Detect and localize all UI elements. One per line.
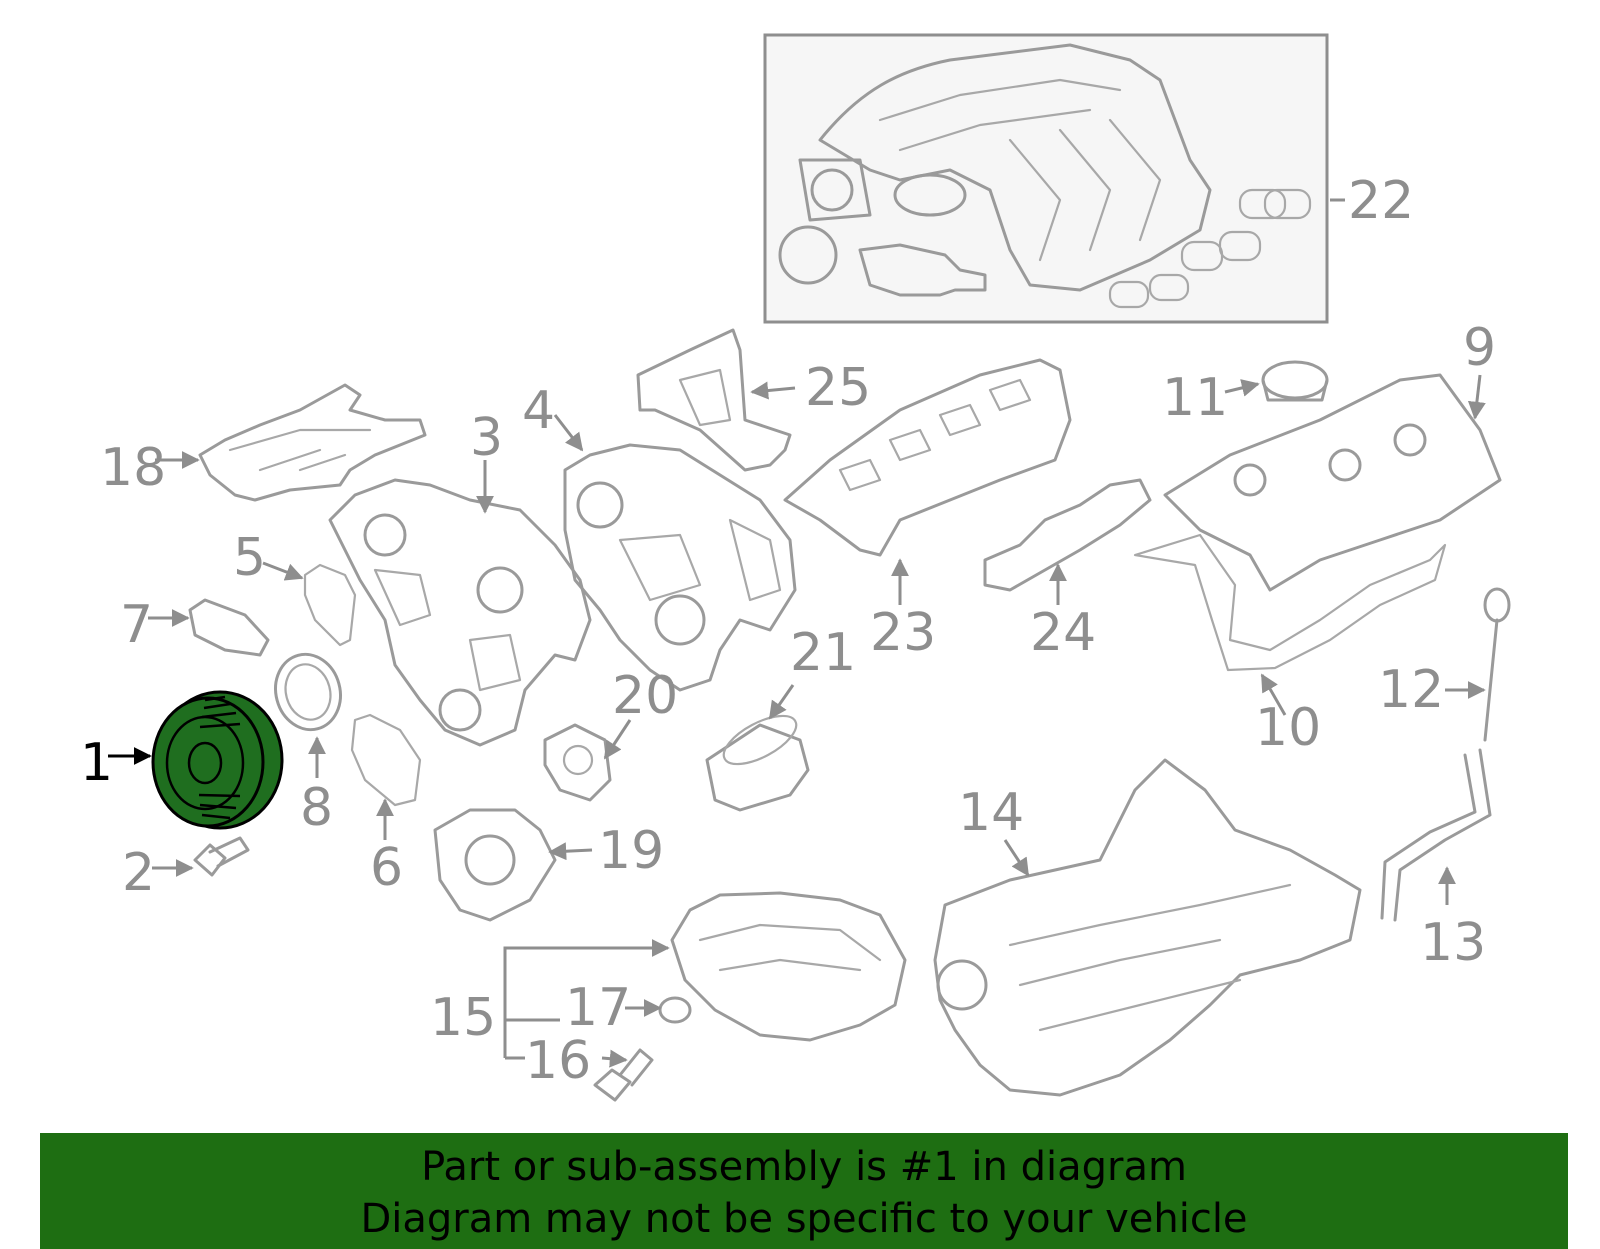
part-14-oil-pan-upper[interactable]: 14 (933, 758, 1362, 1097)
callout-18: 18 (100, 438, 166, 498)
callout-15: 15 (430, 988, 496, 1048)
callout-20: 20 (612, 666, 678, 726)
info-banner: Part or sub-assembly is #1 in diagram Di… (40, 1133, 1568, 1249)
callout-19: 19 (598, 821, 664, 881)
part-24-gasket[interactable]: 24 (983, 478, 1152, 663)
part-7-cover-plate[interactable]: 7 (120, 595, 270, 657)
part-5-gasket[interactable]: 5 (233, 528, 357, 647)
part-17-drain-washer[interactable]: 17 (565, 978, 692, 1038)
part-23-rocker-cover[interactable]: 23 (783, 358, 1072, 663)
callout-13: 13 (1420, 913, 1486, 973)
part-1-crankshaft-pulley[interactable]: 1 (80, 690, 284, 830)
callout-8: 8 (300, 778, 333, 838)
callout-2: 2 (122, 843, 155, 903)
callout-21: 21 (790, 623, 856, 683)
callout-3: 3 (470, 408, 503, 468)
callout-6: 6 (370, 838, 403, 898)
part-25-gasket[interactable]: 25 (636, 328, 871, 472)
callout-4: 4 (522, 381, 555, 441)
callout-11: 11 (1162, 368, 1228, 428)
part-8-front-seal[interactable]: 8 (267, 647, 348, 838)
callout-10: 10 (1255, 698, 1321, 758)
part-21-oil-filter[interactable]: 21 (705, 623, 856, 812)
callout-9: 9 (1463, 318, 1496, 378)
callout-12: 12 (1378, 660, 1444, 720)
callout-1: 1 (80, 733, 113, 793)
banner-line-2: Diagram may not be specific to your vehi… (360, 1196, 1248, 1242)
callout-23: 23 (870, 603, 936, 663)
callout-22: 22 (1348, 171, 1414, 231)
part-13-dipstick-tube[interactable]: 13 (1380, 748, 1492, 973)
part-16-drain-plug[interactable]: 16 (505, 1031, 654, 1102)
part-10-valve-cover-gasket[interactable]: 10 (1133, 533, 1447, 758)
part-22-intake-manifold-inset[interactable]: 22 (763, 33, 1414, 324)
part-6-gasket[interactable]: 6 (350, 713, 422, 898)
callout-5: 5 (233, 528, 266, 588)
banner-line-1: Part or sub-assembly is #1 in diagram (421, 1144, 1187, 1190)
part-18-heat-shield[interactable]: 18 (100, 383, 427, 502)
callout-25: 25 (805, 358, 871, 418)
part-9-valve-cover[interactable]: 9 (1163, 318, 1502, 592)
callout-16: 16 (525, 1031, 591, 1091)
part-3-timing-cover[interactable]: 3 (328, 408, 592, 747)
part-4-front-cover[interactable]: 4 (522, 381, 797, 692)
part-19-oil-pump[interactable]: 19 (433, 808, 664, 922)
part-2-pulley-bolt[interactable]: 2 (122, 836, 250, 903)
part-15-oil-pan-lower[interactable]: 15 (430, 891, 907, 1058)
callout-7: 7 (120, 595, 153, 655)
part-11-oil-filler-cap[interactable]: 11 (1162, 360, 1329, 428)
callout-24: 24 (1030, 603, 1096, 663)
part-20-oil-adapter[interactable]: 20 (543, 666, 678, 802)
callout-14: 14 (958, 783, 1024, 843)
callout-17: 17 (565, 978, 631, 1038)
part-12-dipstick[interactable]: 12 (1378, 587, 1511, 742)
